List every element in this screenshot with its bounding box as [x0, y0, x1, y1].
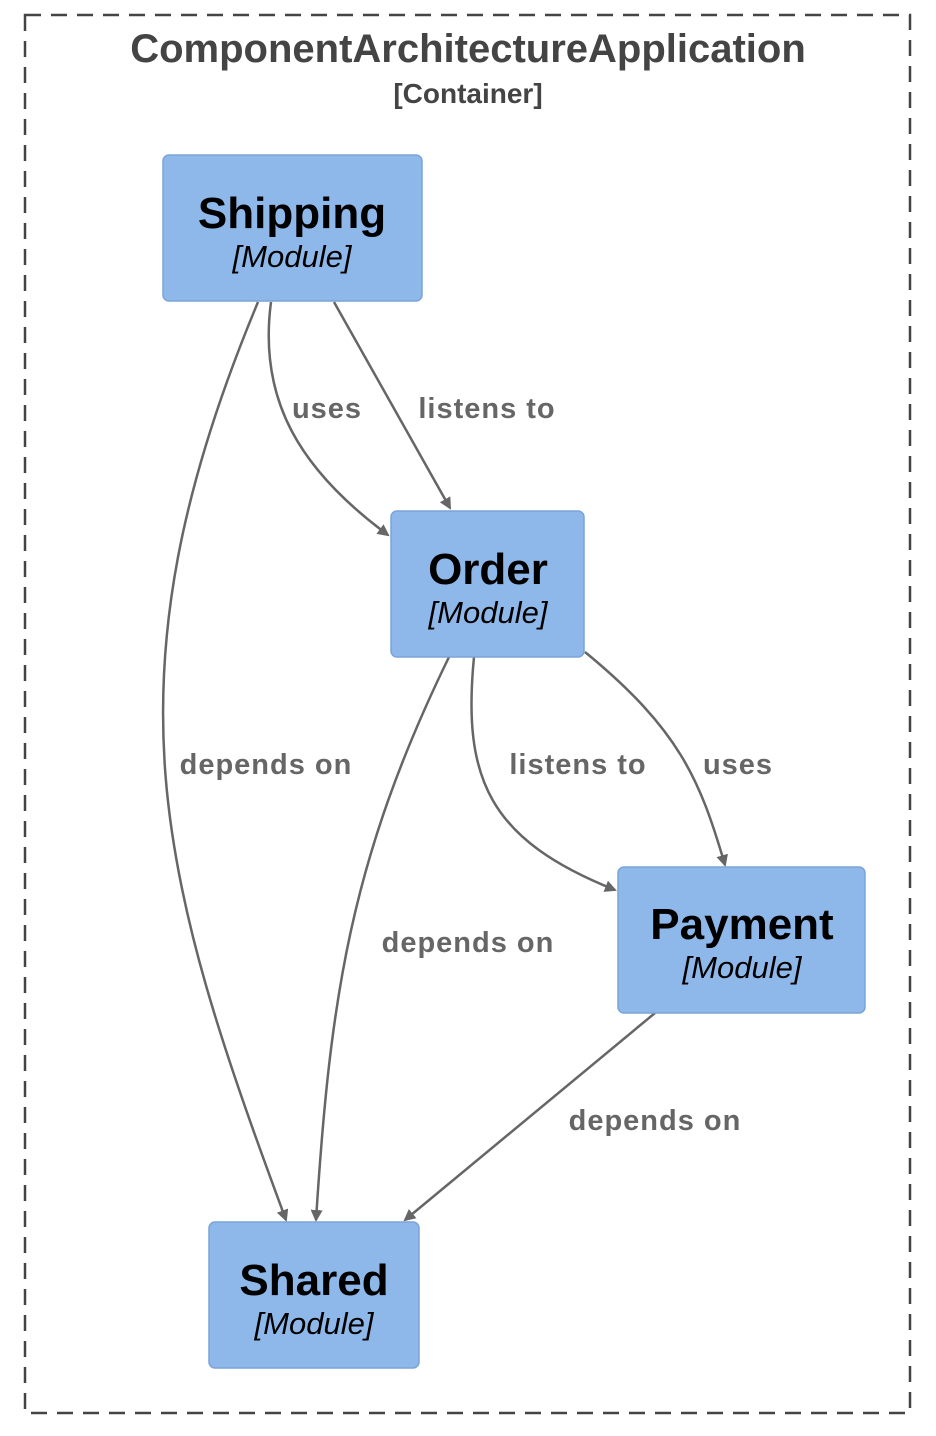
edge-shipping-order-listens[interactable]: [332, 301, 452, 510]
node-payment-name: Payment: [650, 900, 834, 949]
boundary-title: ComponentArchitectureApplication: [130, 27, 806, 71]
edge-label-order-payment-listens: listens to: [509, 749, 646, 781]
node-shared[interactable]: Shared [Module]: [208, 1221, 420, 1369]
edges: [161, 301, 728, 1222]
edge-label-shipping-order-listens: listens to: [418, 393, 555, 425]
edge-shipping-shared[interactable]: [161, 301, 289, 1222]
edge-shipping-order-uses[interactable]: [267, 301, 390, 537]
node-shared-type: [Module]: [254, 1306, 375, 1341]
edge-label-order-shared: depends on: [382, 927, 555, 959]
node-shipping-name: Shipping: [198, 189, 386, 238]
node-shipping[interactable]: Shipping [Module]: [162, 154, 423, 302]
node-order-box[interactable]: [390, 510, 585, 658]
edge-order-payment-uses[interactable]: [584, 651, 728, 867]
node-payment-box[interactable]: [617, 866, 866, 1014]
edge-label-order-payment-uses: uses: [703, 749, 773, 781]
node-shared-box[interactable]: [208, 1221, 420, 1369]
container-boundary: ComponentArchitectureApplication [Contai…: [23, 13, 912, 1415]
edge-payment-shared[interactable]: [403, 1012, 656, 1222]
edge-label-payment-shared: depends on: [569, 1105, 742, 1137]
boundary-type: [Container]: [393, 78, 542, 109]
node-shipping-type: [Module]: [232, 239, 353, 274]
node-order-type: [Module]: [428, 595, 549, 630]
edge-order-payment-listens[interactable]: [470, 656, 617, 892]
node-payment-type: [Module]: [682, 950, 803, 985]
boundary-border: [23, 13, 912, 1415]
node-order-name: Order: [428, 545, 548, 594]
edge-order-shared[interactable]: [310, 656, 451, 1222]
edge-label-shipping-shared: depends on: [180, 749, 353, 781]
node-shared-name: Shared: [239, 1256, 388, 1305]
edge-label-shipping-order-uses: uses: [292, 393, 362, 425]
edge-labels: uses listens to depends on depends on li…: [180, 393, 773, 1137]
node-payment[interactable]: Payment [Module]: [617, 866, 866, 1014]
node-order[interactable]: Order [Module]: [390, 510, 585, 658]
node-shipping-box[interactable]: [162, 154, 423, 302]
